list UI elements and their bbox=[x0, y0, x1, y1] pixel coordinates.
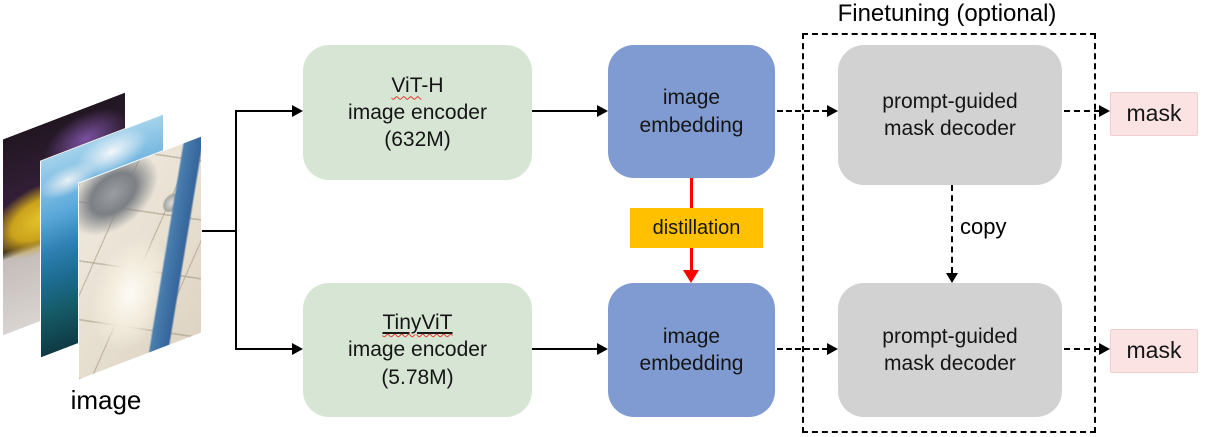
image-branch-line-horizontal bbox=[202, 230, 236, 232]
arrow-image-to-vith-encoder bbox=[236, 110, 293, 112]
distillation-arrowhead bbox=[683, 270, 699, 283]
arrow-image-to-tinyvit-encoder bbox=[236, 348, 293, 350]
arrow-vith-to-embedding bbox=[532, 110, 598, 112]
image-embedding-top-text: image embedding bbox=[639, 86, 744, 137]
distillation-label: distillation bbox=[652, 217, 741, 239]
vith-name: ViT bbox=[391, 73, 422, 97]
tinyvit-encoder-box: TinyViT image encoder (5.78M) bbox=[303, 283, 532, 417]
finetuning-region-outline bbox=[802, 33, 1096, 433]
mask-output-bottom-box: mask bbox=[1110, 329, 1198, 373]
arrow-tinyvit-to-embedding bbox=[532, 348, 598, 350]
mask-output-top-label: mask bbox=[1126, 100, 1182, 127]
distillation-label-box: distillation bbox=[630, 208, 763, 248]
arrowhead-tinyvit-to-embedding bbox=[597, 343, 608, 355]
vith-encoder-line2: image encoder bbox=[348, 100, 487, 124]
image-embedding-bottom-text: image embedding bbox=[639, 324, 744, 375]
image-embedding-top-box: image embedding bbox=[608, 45, 775, 178]
tinyvit-encoder-line2: image encoder bbox=[348, 338, 487, 362]
vith-name-suffix: -H bbox=[421, 73, 444, 97]
arrowhead-decoder-to-mask-bottom bbox=[1099, 343, 1110, 355]
arrow-decoder-to-mask-bottom bbox=[1064, 348, 1100, 350]
mask-output-bottom-label: mask bbox=[1126, 337, 1182, 364]
vith-encoder-box: ViT-H image encoder (632M) bbox=[303, 45, 532, 180]
arrowhead-decoder-to-mask-top bbox=[1099, 105, 1110, 117]
mask-output-top-box: mask bbox=[1110, 92, 1198, 136]
finetuning-title: Finetuning (optional) bbox=[837, 0, 1057, 27]
arrowhead-embedding-to-decoder-bottom bbox=[827, 343, 838, 355]
tinyvit-encoder-params: (5.78M) bbox=[381, 365, 454, 389]
mask-decoder-top-text: prompt-guided mask decoder bbox=[882, 89, 1018, 140]
image-embedding-bottom-box: image embedding bbox=[608, 283, 775, 417]
copy-arrow-line bbox=[951, 185, 953, 273]
arrowhead-image-to-tinyvit-encoder bbox=[292, 343, 303, 355]
arrow-decoder-to-mask-top bbox=[1064, 110, 1100, 112]
mask-decoder-top-box: prompt-guided mask decoder bbox=[838, 45, 1062, 185]
arrow-embedding-to-decoder-bottom bbox=[777, 348, 828, 350]
arrowhead-image-to-vith-encoder bbox=[292, 105, 303, 117]
copy-arrowhead bbox=[946, 273, 958, 283]
copy-label: copy bbox=[960, 214, 1007, 239]
mask-decoder-bottom-box: prompt-guided mask decoder bbox=[838, 283, 1062, 417]
image-branch-line-vertical bbox=[235, 110, 237, 350]
arrowhead-vith-to-embedding bbox=[597, 105, 608, 117]
tinyvit-name: TinyViT bbox=[382, 311, 453, 335]
vith-encoder-text: ViT-H image encoder (632M) bbox=[348, 72, 487, 154]
vith-encoder-params: (632M) bbox=[384, 128, 451, 152]
mask-decoder-bottom-text: prompt-guided mask decoder bbox=[882, 324, 1018, 375]
arrowhead-embedding-to-decoder-top bbox=[827, 105, 838, 117]
image-stack-label: image bbox=[70, 385, 142, 415]
arrow-embedding-to-decoder-top bbox=[777, 110, 828, 112]
tinyvit-encoder-text: TinyViT image encoder (5.78M) bbox=[348, 309, 487, 391]
